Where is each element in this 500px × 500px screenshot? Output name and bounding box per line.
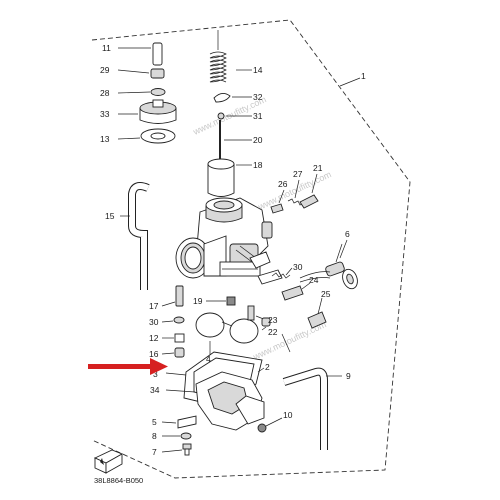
part-10-drain-plug (257, 423, 267, 433)
part-11-cable-adjuster (152, 42, 163, 66)
part-17-needle-jet (175, 285, 184, 307)
part-29-locknut (150, 68, 165, 79)
label-part-13: 13 (100, 134, 110, 144)
part-5-bracket (177, 415, 197, 429)
part-26-pilot-screw (270, 203, 284, 214)
label-part-18: 18 (253, 160, 263, 170)
label-part-14: 14 (253, 65, 263, 75)
part-14-throttle-spring (209, 51, 227, 83)
label-part-15: 15 (105, 211, 115, 221)
label-part-9: 9 (346, 371, 351, 381)
part-12-main-jet (174, 333, 185, 343)
label-part-32: 32 (253, 92, 263, 102)
part-24-air-screw (281, 285, 304, 301)
highlight-arrow (88, 358, 168, 375)
label-part-17: 17 (149, 301, 159, 311)
part-30-spring-right (271, 272, 291, 279)
label-part-8: 8 (152, 431, 157, 441)
label-part-34: 34 (150, 385, 160, 395)
label-part-6: 6 (345, 229, 350, 239)
label-part-4: 4 (206, 354, 211, 364)
label-part-29: 29 (100, 65, 110, 75)
label-part-25: 25 (321, 289, 331, 299)
part-21-throttle-stop-screw (299, 194, 319, 209)
manual-icon (93, 449, 124, 474)
part-7-screw (182, 443, 192, 456)
drawing-code: 38L8864-B050 (94, 476, 143, 485)
part-22-valve-seat (261, 317, 271, 327)
part-27-spring (287, 198, 305, 206)
label-part-1: 1 (361, 71, 366, 81)
part-34-float-chamber (195, 371, 265, 431)
label-part-7: 7 (152, 447, 157, 457)
part-32-clip (213, 93, 231, 103)
label-part-22: 22 (268, 327, 278, 337)
part-8-washer (180, 432, 192, 440)
label-part-2: 2 (265, 362, 270, 372)
part-25-drain-screw (307, 311, 327, 329)
label-part-30-right: 30 (293, 262, 303, 272)
label-part-12: 12 (149, 333, 159, 343)
label-part-30-left: 30 (149, 317, 159, 327)
label-part-11: 11 (102, 43, 111, 53)
part-28-washer (150, 88, 166, 96)
label-part-5: 5 (152, 417, 157, 427)
label-part-20: 20 (253, 135, 263, 145)
part-18-throttle-valve (207, 158, 235, 197)
label-part-31: 31 (253, 111, 263, 121)
part-19-float-pin (226, 296, 236, 306)
part-30-washer-left (173, 316, 185, 324)
label-part-10: 10 (283, 410, 293, 420)
label-part-23: 23 (268, 315, 278, 325)
label-part-33: 33 (100, 109, 110, 119)
group-outline (91, 19, 411, 479)
part-6-starter-plunger (299, 243, 358, 290)
label-part-21: 21 (313, 163, 323, 173)
label-part-28: 28 (100, 88, 110, 98)
label-part-19: 19 (193, 296, 203, 306)
label-part-26: 26 (278, 179, 288, 189)
label-part-16: 16 (149, 349, 159, 359)
carburetor-body (175, 197, 283, 285)
part-23-needle-valve (247, 305, 255, 321)
part-31-needle-clip (217, 112, 225, 120)
part-16-pilot-jet (174, 347, 185, 358)
part-4-float (195, 312, 259, 344)
label-part-24: 24 (309, 275, 319, 285)
label-part-3: 3 (153, 369, 158, 379)
label-part-27: 27 (293, 169, 303, 179)
